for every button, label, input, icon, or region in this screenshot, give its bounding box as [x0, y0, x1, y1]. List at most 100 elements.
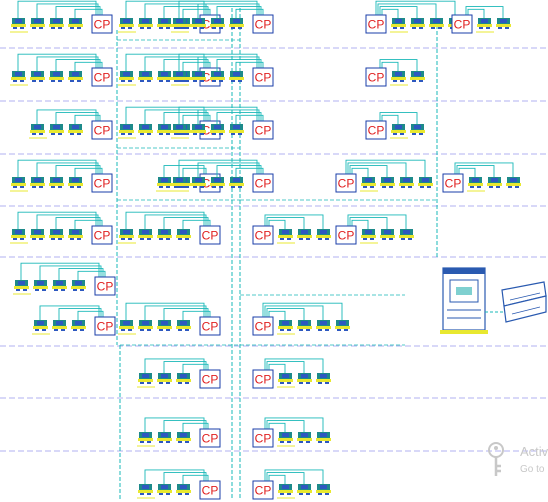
workstation-icon — [68, 18, 83, 29]
cable-run — [125, 0, 205, 18]
control-panel-label: CP — [202, 484, 219, 498]
control-panel-label: CP — [255, 229, 272, 243]
workstation-icon — [49, 229, 64, 240]
workstation-icon — [11, 229, 26, 240]
cable-run — [144, 358, 205, 373]
workstation-icon — [138, 432, 153, 443]
workstation-icon — [11, 71, 26, 82]
cable-run — [182, 61, 211, 71]
workstation-icon — [30, 229, 45, 240]
workstation-icon — [11, 18, 26, 29]
cable-run — [379, 59, 418, 71]
workstation-icon — [71, 280, 86, 291]
workstation-icon — [52, 320, 67, 331]
workstation-icon — [11, 177, 26, 188]
cable-run — [144, 417, 205, 432]
device-group: CP — [29, 109, 113, 140]
control-panel-icon: CP — [199, 480, 221, 500]
workstation-icon — [138, 373, 153, 384]
control-panel-label: CP — [255, 484, 272, 498]
workstation-icon — [68, 71, 83, 82]
cable-run — [125, 53, 205, 71]
cable-run — [55, 217, 101, 229]
workstation-icon — [391, 124, 406, 135]
cable-run — [36, 56, 99, 71]
control-panel-label: CP — [255, 71, 272, 85]
cable-run — [264, 469, 324, 484]
device-group: CP — [10, 0, 113, 34]
device-group: CP — [118, 106, 221, 140]
control-panel-icon: CP — [252, 225, 274, 245]
control-panel-icon: CP — [335, 173, 357, 193]
cable-run — [456, 165, 495, 177]
workstation-icon — [410, 18, 425, 29]
control-panel-label: CP — [94, 71, 111, 85]
workstation-icon — [157, 320, 172, 331]
workstation-icon — [49, 18, 64, 29]
workstation-icon — [30, 177, 45, 188]
device-group: CP — [442, 162, 521, 193]
cable-run — [266, 472, 305, 484]
control-panel-icon: CP — [94, 276, 116, 296]
workstation-icon — [30, 18, 45, 29]
workstation-icon — [278, 229, 293, 240]
device-group: CP — [252, 469, 331, 500]
workstation-icon — [157, 373, 172, 384]
cable-run — [182, 363, 209, 373]
workstation-icon — [297, 432, 312, 443]
cable-run — [182, 8, 211, 18]
cable-run — [163, 6, 209, 18]
workstation-icon — [399, 229, 414, 240]
control-panel-icon: CP — [252, 120, 274, 140]
cable-run — [144, 214, 207, 229]
control-panel-icon: CP — [199, 428, 221, 448]
control-panel-icon: CP — [91, 173, 113, 193]
control-panel-icon: CP — [91, 225, 113, 245]
cable-run — [77, 310, 104, 320]
cable-run — [216, 59, 262, 71]
control-panel-icon: CP — [335, 225, 357, 245]
cable-run — [182, 219, 211, 229]
cable-run — [178, 53, 258, 71]
workstation-icon — [138, 229, 153, 240]
workstation-icon — [399, 177, 414, 188]
workstation-icon — [191, 71, 206, 82]
control-panel-label: CP — [202, 432, 219, 446]
cable-run — [36, 3, 99, 18]
control-panel-label: CP — [94, 177, 111, 191]
cable-run — [458, 167, 476, 177]
cable-run — [36, 214, 99, 229]
cable-run — [144, 109, 207, 124]
workstation-icon — [172, 18, 187, 29]
workstation-icon — [119, 71, 134, 82]
cable-run — [163, 217, 209, 229]
device-group: CP — [252, 302, 350, 336]
cable-run — [178, 106, 258, 124]
device-group: CP — [118, 53, 221, 87]
control-panel-label: CP — [338, 177, 355, 191]
cable-run — [144, 469, 205, 484]
device-group: CP — [252, 358, 331, 389]
cable-run — [347, 162, 407, 177]
device-group: CP — [10, 211, 113, 245]
device-group: CP — [137, 358, 221, 389]
control-panel-label: CP — [97, 320, 114, 334]
cable-run — [55, 59, 101, 71]
device-group: CP — [365, 59, 425, 87]
control-panel-icon: CP — [252, 14, 274, 34]
workstation-icon — [176, 320, 191, 331]
cable-run — [58, 308, 102, 320]
control-panel-label: CP — [255, 320, 272, 334]
workstation-icon — [278, 432, 293, 443]
cable-run — [379, 112, 418, 124]
workstation-icon — [157, 177, 172, 188]
control-panel-icon: CP — [94, 316, 116, 336]
workstation-icon — [506, 177, 521, 188]
cable-run — [266, 420, 305, 432]
cable-run — [163, 420, 207, 432]
workstation-icon — [210, 124, 225, 135]
workstation-icon — [49, 71, 64, 82]
device-group: CP — [118, 302, 221, 336]
control-panel-icon: CP — [451, 14, 473, 34]
